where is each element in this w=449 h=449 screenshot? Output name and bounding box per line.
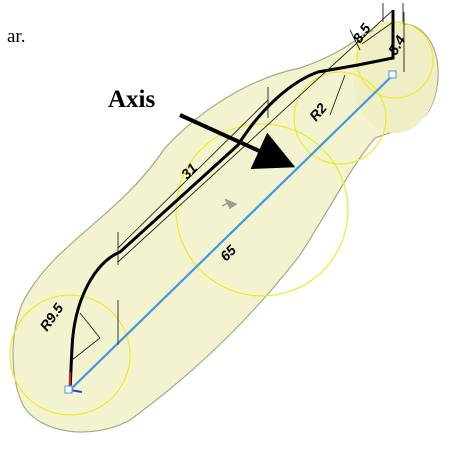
construction-circle-body xyxy=(175,123,349,297)
construction-circle-shoulder xyxy=(293,71,387,165)
axis-callout-label: Axis xyxy=(108,86,156,113)
axis-endpoint-marker[interactable] xyxy=(388,70,397,79)
construction-circle-end xyxy=(9,294,131,416)
caption-fragment: ar. xyxy=(7,26,26,47)
callout-arrow xyxy=(179,113,296,169)
rotate-cursor-icon[interactable] xyxy=(221,198,238,210)
profile-curve xyxy=(68,10,395,391)
origin-triad-icon xyxy=(64,372,83,394)
axis-line xyxy=(69,74,394,391)
construction-circle-neck xyxy=(356,21,434,99)
construction-circles xyxy=(9,21,434,416)
